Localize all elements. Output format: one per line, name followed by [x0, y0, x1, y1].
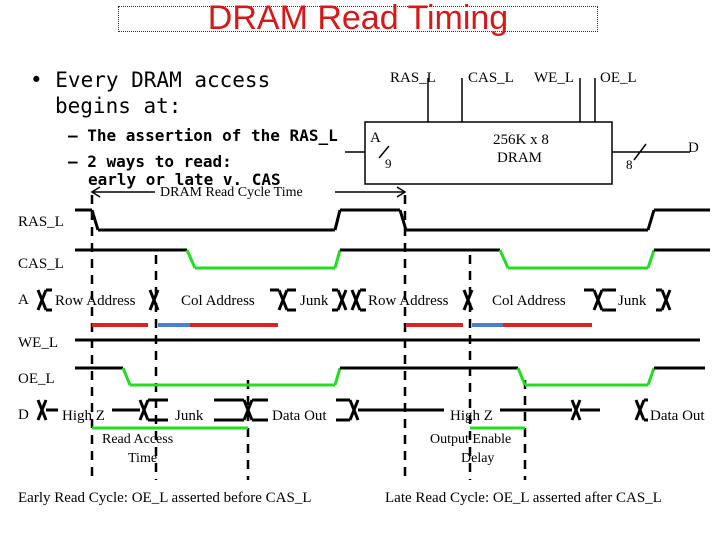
- signal-oe-label: OE_L: [18, 371, 55, 387]
- chip-name-line1: 256K x 8: [493, 132, 549, 148]
- addr-col-1: Col Address: [181, 293, 255, 309]
- waveform-oe: [75, 366, 705, 387]
- addr-row-2: Row Address: [368, 293, 449, 309]
- data-highz-2: High Z: [450, 408, 493, 424]
- caption-late-read: Late Read Cycle: OE_L asserted after CAS…: [385, 490, 662, 506]
- waveform-cas: [75, 248, 710, 270]
- read-access-line2: Time: [128, 451, 158, 466]
- chip-pin-oe: OE_L: [600, 70, 637, 86]
- chip-pin-ras: RAS_L: [390, 70, 436, 86]
- signal-d-label: D: [18, 407, 29, 423]
- cycle-time-label: DRAM Read Cycle Time: [160, 185, 303, 200]
- chip-pin-d: D: [688, 140, 699, 156]
- addr-row-1: Row Address: [55, 293, 136, 309]
- bullet-main-line2: begins at:: [55, 94, 182, 118]
- chip-pin-a: A: [370, 130, 381, 146]
- caption-early-read: Early Read Cycle: OE_L asserted before C…: [18, 490, 312, 506]
- signal-we-label: WE_L: [18, 335, 58, 351]
- title-frame: [118, 6, 598, 32]
- addr-junk-2: Junk: [618, 293, 647, 309]
- dram-chip: [345, 78, 690, 185]
- timing-guides: [90, 195, 527, 480]
- chip-addr-width: 9: [385, 156, 392, 171]
- signal-cas-label: CAS_L: [18, 256, 64, 272]
- data-out-2: Data Out: [650, 408, 705, 424]
- chip-pin-cas: CAS_L: [468, 70, 514, 86]
- bullet-sub1: – The assertion of the RAS_L: [68, 126, 338, 145]
- addr-col-2: Col Address: [492, 293, 566, 309]
- data-junk: Junk: [175, 408, 204, 424]
- waveform-address: [36, 288, 672, 312]
- cycle-time-arrow: [90, 186, 407, 198]
- data-highz-1: High Z: [62, 408, 105, 424]
- addr-junk-1: Junk: [300, 293, 329, 309]
- data-out-1: Data Out: [272, 408, 327, 424]
- dram-chip-box: [364, 121, 613, 185]
- bullet-sub2-cont: early or late v. CAS: [88, 170, 281, 189]
- chip-name-line2: DRAM: [497, 150, 543, 166]
- bullet-sub2: – 2 ways to read:: [68, 152, 232, 171]
- slide-title: DRAM Read Timing: [207, 0, 509, 37]
- chip-pin-we: WE_L: [534, 70, 574, 86]
- chip-data-width: 8: [626, 157, 633, 172]
- signal-ras-label: RAS_L: [18, 214, 64, 230]
- chip-data-slash: [633, 143, 647, 161]
- waveform-data: [36, 398, 648, 422]
- signal-a-label: A: [18, 292, 29, 308]
- waveform-ras: [75, 208, 710, 232]
- bullet-main-line1: • Every DRAM access: [30, 68, 271, 92]
- chip-addr-slash: [378, 145, 390, 159]
